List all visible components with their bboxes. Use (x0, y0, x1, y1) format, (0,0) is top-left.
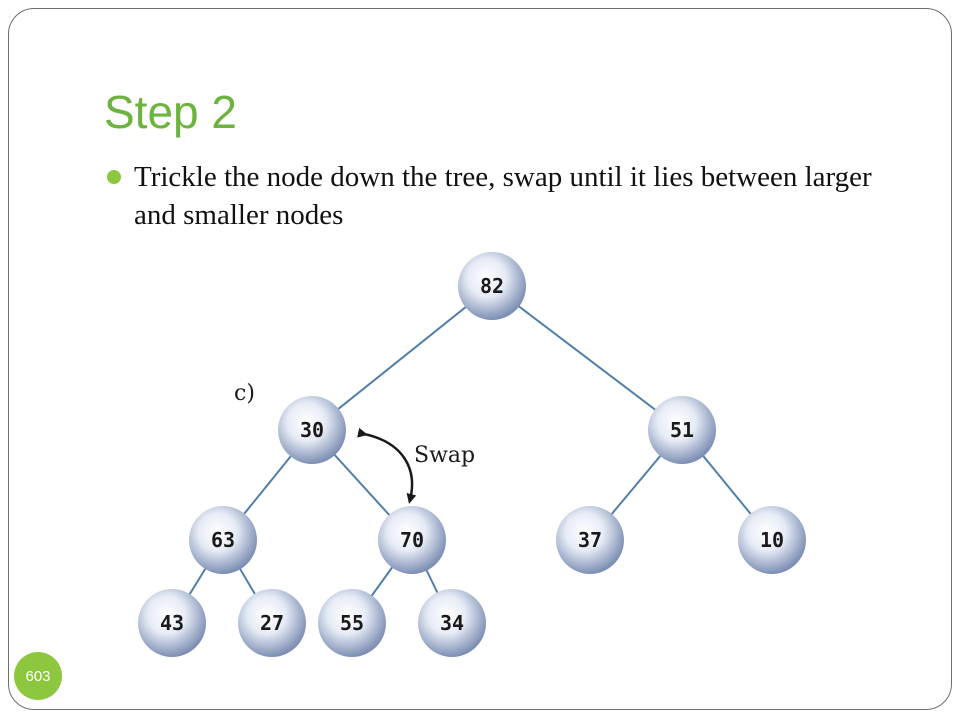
tree-node-34: 34 (418, 589, 486, 657)
tree-node-ball (318, 589, 386, 657)
tree-edge (491, 285, 683, 431)
tree-node-30: 30 (278, 396, 346, 464)
tree-node-label: 34 (440, 611, 464, 635)
tree-node-ball (738, 506, 806, 574)
swap-label: Swap (414, 443, 475, 468)
swap-arrow (357, 427, 417, 504)
tree-node-51: 51 (648, 396, 716, 464)
tree-node-label: 30 (300, 418, 324, 442)
tree-node-43: 43 (138, 589, 206, 657)
page-number: 603 (25, 667, 51, 685)
tree-node-ball (238, 589, 306, 657)
tree-node-82: 82 (458, 252, 526, 320)
slide-title: Step 2 (104, 86, 237, 138)
bullet-marker (107, 170, 121, 184)
slide-frame (8, 8, 952, 710)
tree-node-ball (138, 589, 206, 657)
tree-node-label: 43 (160, 611, 184, 635)
tree-node-ball (458, 252, 526, 320)
tree-node-55: 55 (318, 589, 386, 657)
panel-label: c) (234, 381, 255, 406)
tree-node-ball (418, 589, 486, 657)
tree-node-label: 82 (480, 274, 504, 298)
tree-node-label: 63 (211, 528, 235, 552)
tree-node-ball (556, 506, 624, 574)
tree-node-70: 70 (378, 506, 446, 574)
tree-node-ball (189, 506, 257, 574)
tree-node-ball (378, 506, 446, 574)
heap-tree-diagram: 82 30 51 63 70 37 10 43 27 55 34 c) Swap (138, 252, 806, 657)
page-number-badge: 603 (14, 652, 62, 700)
tree-node-label: 10 (760, 528, 784, 552)
bullet-clip: Trickle the node down the tree, swap unt… (134, 158, 894, 230)
tree-node-ball (648, 396, 716, 464)
tree-node-label: 51 (670, 418, 694, 442)
tree-node-10: 10 (738, 506, 806, 574)
tree-edge (311, 285, 493, 431)
tree-node-label: 27 (260, 611, 284, 635)
tree-node-label: 55 (340, 611, 364, 635)
tree-node-ball (278, 396, 346, 464)
tree-node-27: 27 (238, 589, 306, 657)
tree-node-label: 37 (578, 528, 602, 552)
tree-nodes: 82 30 51 63 70 37 10 43 27 55 34 (138, 252, 806, 657)
tree-node-37: 37 (556, 506, 624, 574)
tree-node-label: 70 (400, 528, 424, 552)
tree-node-63: 63 (189, 506, 257, 574)
bullet-text: Trickle the node down the tree, swap unt… (134, 161, 872, 230)
